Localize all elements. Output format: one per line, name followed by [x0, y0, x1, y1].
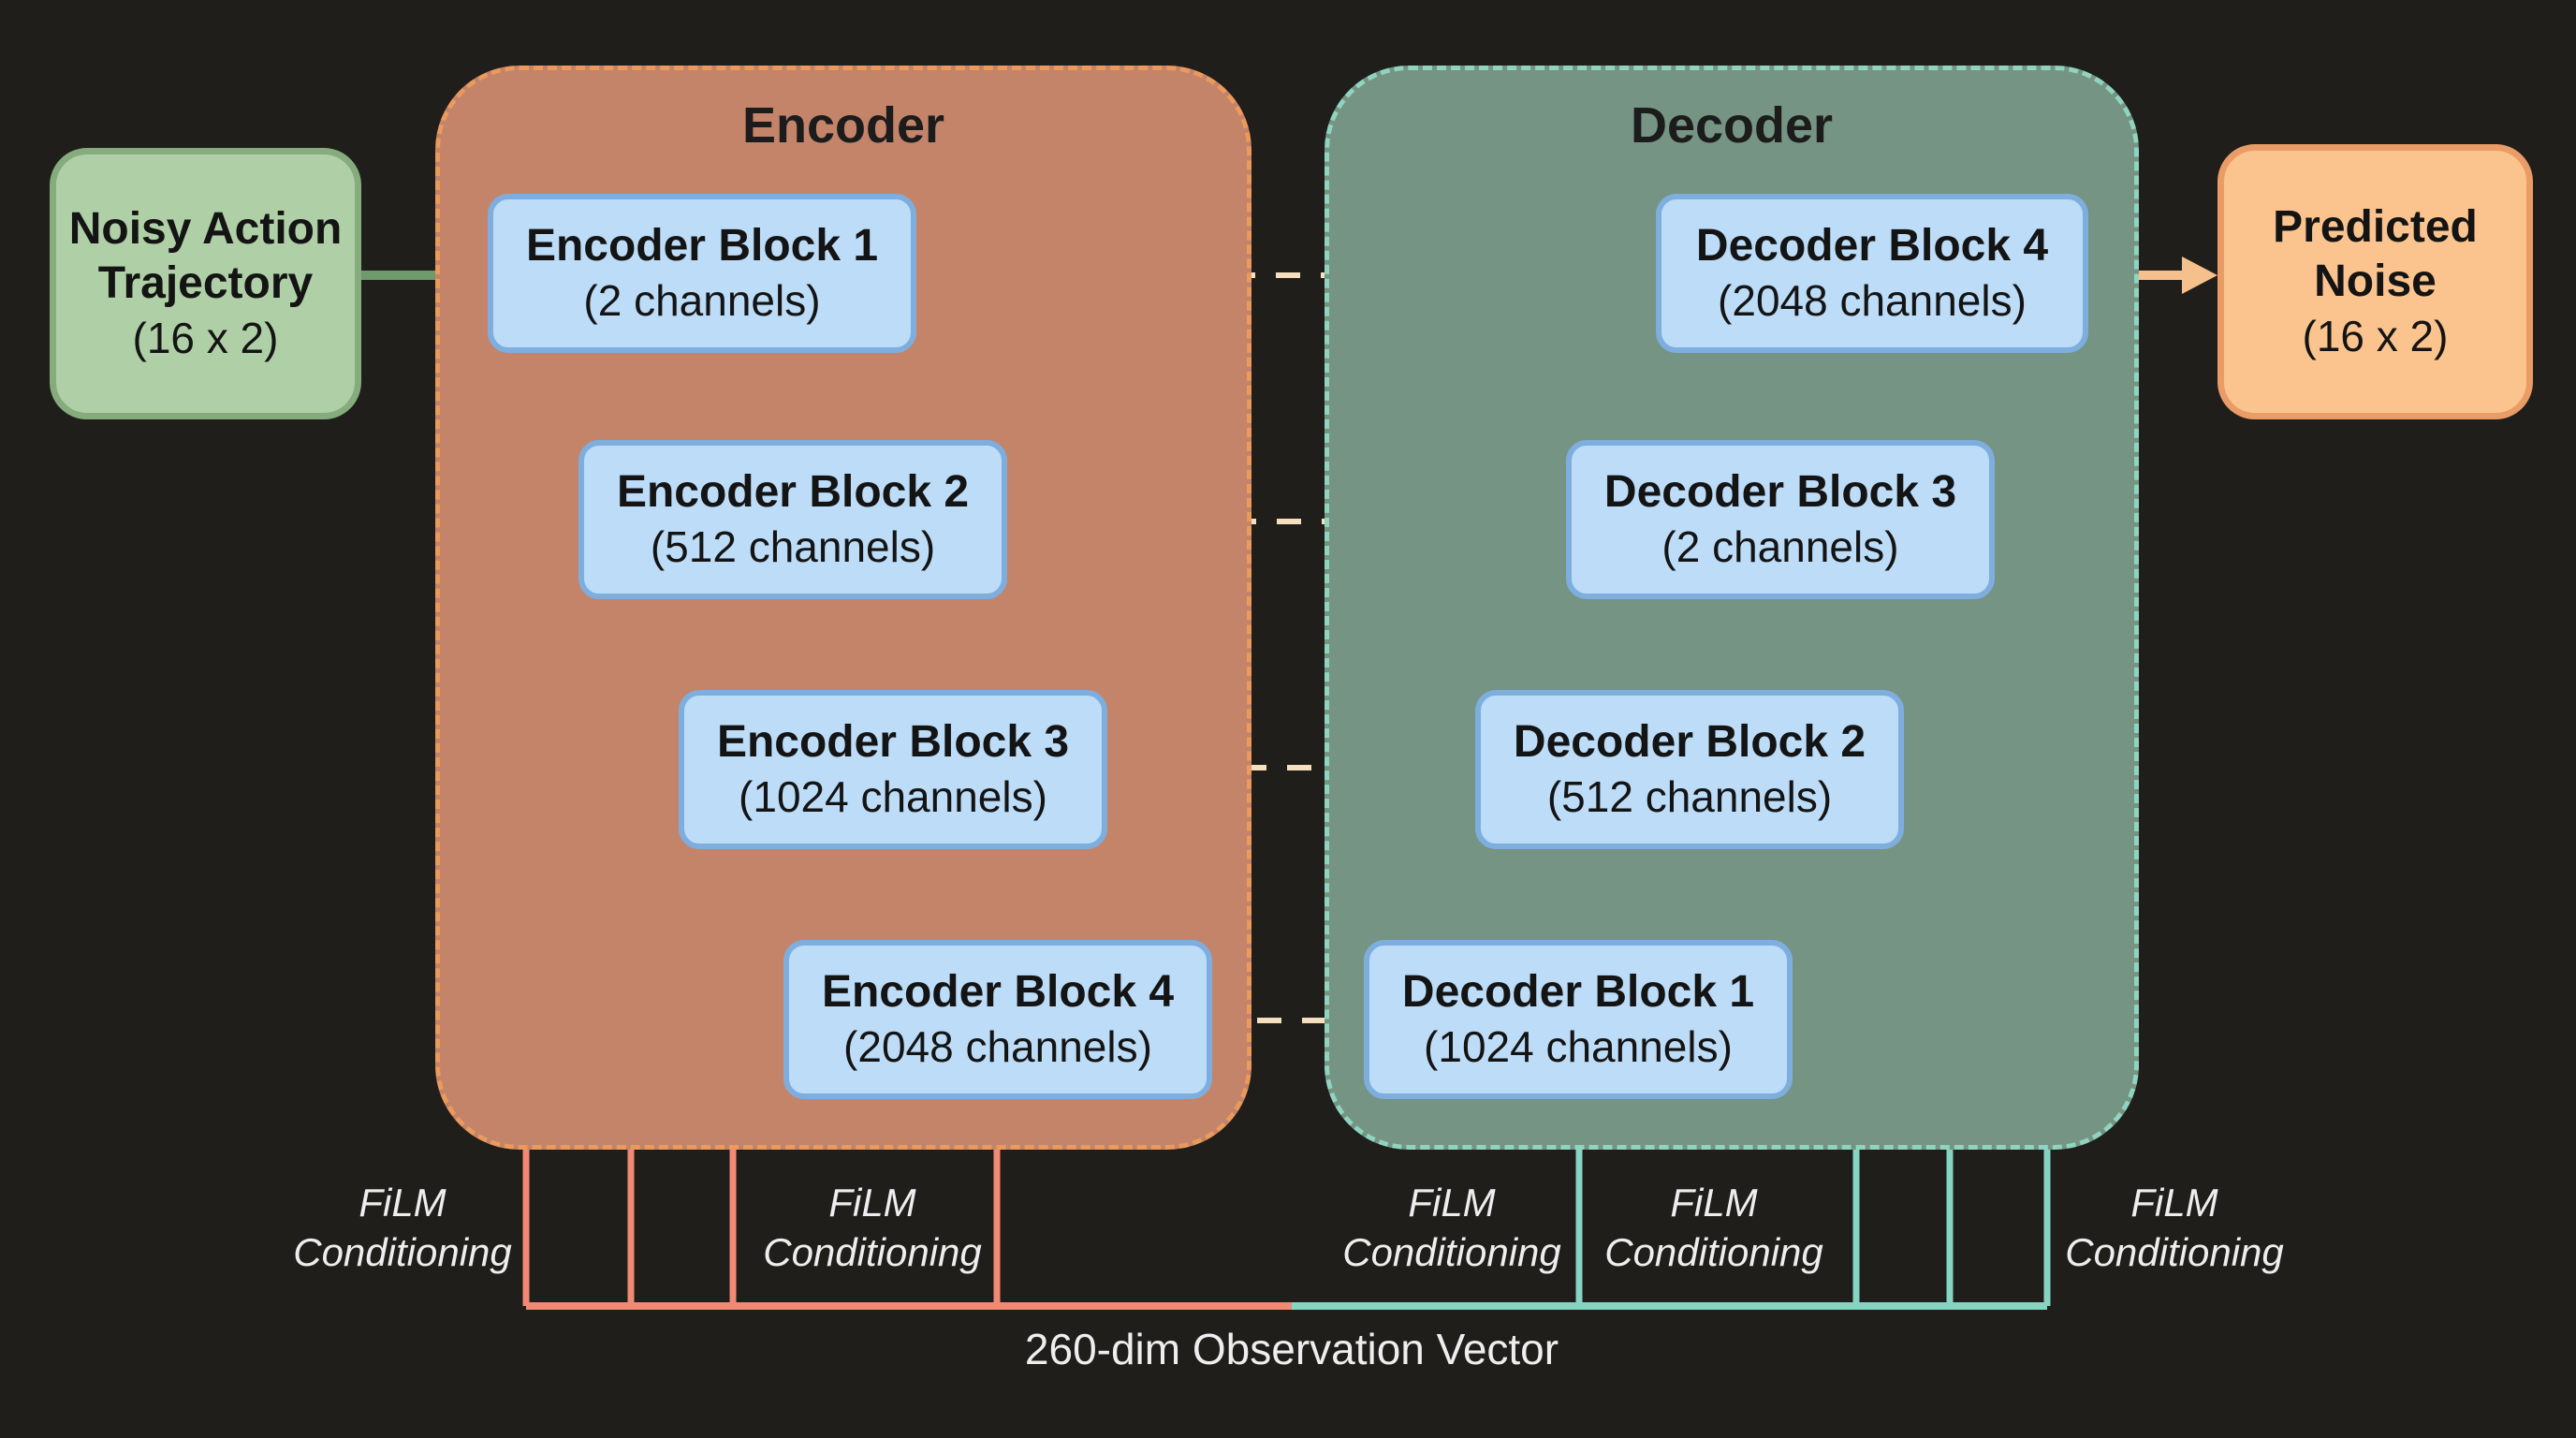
output-shape: (16 x 2) — [2302, 312, 2449, 360]
film-label-3: FiLM Conditioning — [1321, 1178, 1583, 1277]
block-title: Encoder Block 1 — [525, 221, 879, 271]
film-label-line1: FiLM — [1670, 1181, 1758, 1225]
film-label-line1: FiLM — [828, 1181, 916, 1225]
block-channels: (1024 channels) — [1424, 1022, 1733, 1071]
encoder-title: Encoder — [741, 97, 945, 154]
block-channels: (512 channels) — [650, 522, 936, 571]
decoder-block-2: Decoder Block 2 (512 channels) — [1475, 690, 1904, 849]
input-shape: (16 x 2) — [132, 314, 279, 362]
output-title-line1: Predicted — [2273, 202, 2478, 252]
block-channels: (1024 channels) — [739, 772, 1047, 821]
output-title-line2: Noise — [2314, 257, 2437, 306]
encoder-block-4: Encoder Block 4 (2048 channels) — [783, 940, 1212, 1099]
encoder-block-2: Encoder Block 2 (512 channels) — [578, 440, 1007, 599]
film-label-1: FiLM Conditioning — [271, 1178, 534, 1277]
block-channels: (2 channels) — [583, 276, 821, 325]
block-channels: (2048 channels) — [843, 1022, 1152, 1071]
block-title: Encoder Block 4 — [821, 967, 1175, 1017]
film-label-4: FiLM Conditioning — [1583, 1178, 1845, 1277]
encoder-block-1: Encoder Block 1 (2 channels) — [488, 194, 916, 353]
observation-vector-label: 260-dim Observation Vector — [1024, 1325, 1559, 1373]
block-channels: (512 channels) — [1546, 772, 1833, 821]
film-label-5: FiLM Conditioning — [2043, 1178, 2305, 1277]
block-title: Decoder Block 3 — [1603, 467, 1957, 517]
decoder-block-3: Decoder Block 3 (2 channels) — [1566, 440, 1995, 599]
decoder-block-4: Decoder Block 4 (2048 channels) — [1656, 194, 2088, 353]
noisy-action-trajectory-node: Noisy Action Trajectory (16 x 2) — [50, 148, 361, 419]
film-label-line2: Conditioning — [2065, 1230, 2284, 1274]
input-title-line1: Noisy Action — [68, 204, 343, 254]
block-title: Encoder Block 2 — [616, 467, 970, 517]
decoder-block-1: Decoder Block 1 (1024 channels) — [1364, 940, 1793, 1099]
decoder-title: Decoder — [1630, 97, 1834, 154]
block-title: Decoder Block 1 — [1401, 967, 1755, 1017]
block-title: Decoder Block 4 — [1695, 221, 2049, 271]
encoder-block-3: Encoder Block 3 (1024 channels) — [679, 690, 1107, 849]
film-label-2: FiLM Conditioning — [741, 1178, 1003, 1277]
block-channels: (2048 channels) — [1718, 276, 2027, 325]
film-label-line2: Conditioning — [763, 1230, 982, 1274]
film-label-line1: FiLM — [359, 1181, 446, 1225]
block-channels: (2 channels) — [1661, 522, 1899, 571]
predicted-noise-node: Predicted Noise (16 x 2) — [2217, 144, 2533, 419]
block-title: Encoder Block 3 — [716, 717, 1070, 767]
film-label-line2: Conditioning — [1342, 1230, 1561, 1274]
output-arrow-arrowhead — [2182, 257, 2217, 294]
input-title-line2: Trajectory — [97, 258, 314, 308]
block-title: Decoder Block 2 — [1513, 717, 1866, 767]
film-label-line1: FiLM — [2130, 1181, 2218, 1225]
film-label-line2: Conditioning — [1604, 1230, 1823, 1274]
film-label-line2: Conditioning — [293, 1230, 512, 1274]
film-label-line1: FiLM — [1408, 1181, 1496, 1225]
